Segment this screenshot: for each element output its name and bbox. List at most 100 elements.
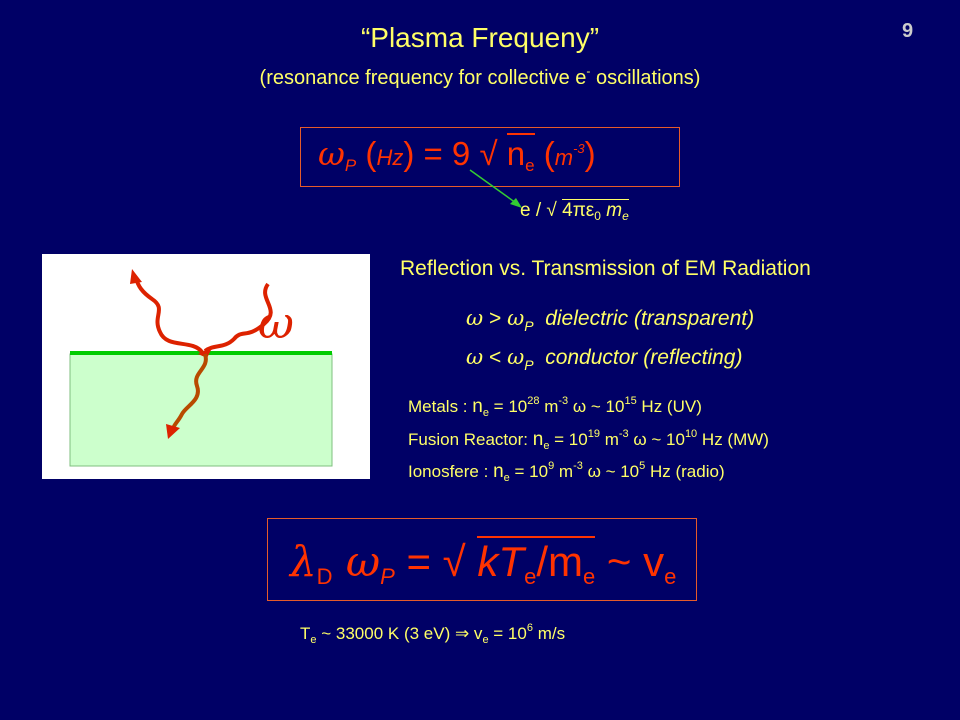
debye-equals: = √ [394,538,478,585]
example-n: n [493,461,504,482]
subtitle-electron-charge: - [586,64,591,78]
plasma-frequency-formula-box [300,127,680,187]
example-unit-sup: -3 [558,395,569,407]
cond1-op: > [483,307,508,330]
debye-formula: λD ωP = √ kTe/me ~ ve [290,536,677,590]
note-eps-sub: 0 [594,209,601,223]
note-4pieps: 4πε [562,200,595,221]
note-m: m [600,200,623,221]
density-sub: e [525,156,535,175]
debye-radicand: kTe/me [477,536,596,589]
omega-p-sub: P [380,564,395,589]
density-radicand: ne [506,133,535,175]
note-v-sub: e [482,634,489,646]
cond1-omegap-sub: P [524,318,534,334]
page-number: 9 [902,20,914,42]
cond1-omega: ω [466,306,484,330]
cond2-omega: ω [466,345,484,369]
note-pre: e / √ [520,200,563,221]
reflection-figure: ω [42,254,370,479]
unit2-open: ( [534,135,555,172]
example-exp: 28 [527,395,540,407]
lambda-symbol: λ [290,537,317,586]
omega-subscript: P [344,156,357,175]
cond2-omegap: ω [507,345,525,369]
example-unit: m [539,397,559,416]
figure-omega-label: ω [258,298,294,349]
example-unit-sup: -3 [618,428,629,440]
reflection-heading: Reflection vs. Transmission of EM Radiat… [400,257,811,280]
example-label: Fusion Reactor: [408,430,533,449]
example-freq-exp: 15 [624,395,637,407]
example-n-sub: e [482,407,489,419]
note-t-sub: e [310,634,317,646]
condition-dielectric: ω > ωP dielectric (transparent) [466,306,754,334]
lambda-sub: D [316,564,333,589]
note-tail: m/s [532,624,566,643]
example-label: Metals : [408,397,473,416]
note-t: T [300,624,311,643]
condition-conductor: ω < ωP conductor (reflecting) [466,345,742,373]
unit-hz: Hz [376,145,404,170]
example-unit: m [554,462,574,481]
constant-note: e / √ 4πε0 me [520,199,629,223]
example-exp: 9 [548,460,555,472]
subtitle-post: oscillations) [590,67,701,89]
unit-open: ( [356,135,377,172]
debye-k: kT [477,538,525,585]
debye-formula-box [267,518,697,601]
omega-symbol: ω [318,134,345,173]
example-fusion-reactor: Fusion Reactor: ne = 1019 m-3 ω ~ 1010 H… [408,428,769,452]
example-eq: = 10 [549,430,588,449]
reflection-diagram: ω [69,269,333,467]
unit-m-exp: -3 [573,141,585,156]
example-metals: Metals : ne = 1028 m-3 ω ~ 1015 Hz (UV) [408,395,702,419]
reflected-arrowhead [130,269,142,284]
example-eq: = 10 [509,462,549,481]
cond2-desc: conductor (reflecting) [545,346,743,369]
example-tail: Hz (MW) [697,430,769,449]
example-n: n [532,429,544,450]
slide-title: “Plasma Frequeny” [360,22,600,53]
example-tail: Hz (UV) [636,397,702,416]
incident-arrowhead [198,346,213,358]
debye-slash-m: /m [536,538,583,585]
reflected-wave [134,277,204,354]
density-n: n [506,135,526,172]
example-tail: Hz (radio) [645,462,725,481]
omega-p-symbol: ω [332,537,381,586]
debye-t-sub: e [524,564,537,589]
transmitted-wave [171,353,208,430]
note-exp: 6 [526,622,533,634]
cond1-desc: dielectric (transparent) [545,307,755,330]
example-eq: = 10 [488,397,528,416]
slide-subtitle: (resonance frequency for collective e- o… [0,64,960,90]
example-approx: ω ~ 10 [628,430,685,449]
debye-v-sub: e [664,564,677,589]
subtitle-pre: (resonance frequency for collective e [259,67,587,89]
incident-wave [203,282,273,353]
example-exp: 19 [587,428,600,440]
example-unit: m [599,430,619,449]
unit-m: m [554,145,574,170]
example-n: n [472,396,483,417]
formula-equals: ) = 9 √ [403,135,507,172]
transmitted-arrowhead [166,424,180,439]
temperature-note: Te ~ 33000 K (3 eV) ⇒ ve = 106 m/s [300,622,565,646]
note-eq: = 10 [488,624,527,643]
note-radicand: 4πε0 me [562,199,629,223]
example-n-sub: e [543,440,550,452]
cond2-omegap-sub: P [524,357,534,373]
cond1-omegap: ω [507,306,525,330]
example-approx: ω ~ 10 [582,462,640,481]
plasma-frequency-formula: ωP (Hz) = 9 √ ne (m-3) [318,133,596,176]
example-freq-exp: 10 [684,428,698,440]
example-freq-exp: 5 [639,460,646,472]
example-approx: ω ~ 10 [568,397,625,416]
debye-m-sub: e [582,564,596,589]
example-ionosfere: Ionosfere : ne = 109 m-3 ω ~ 105 Hz (rad… [408,460,725,484]
unit2-close: ) [584,135,596,172]
note-m-sub: e [622,209,629,223]
example-unit-sup: -3 [573,460,583,472]
cond2-op: < [483,346,508,369]
